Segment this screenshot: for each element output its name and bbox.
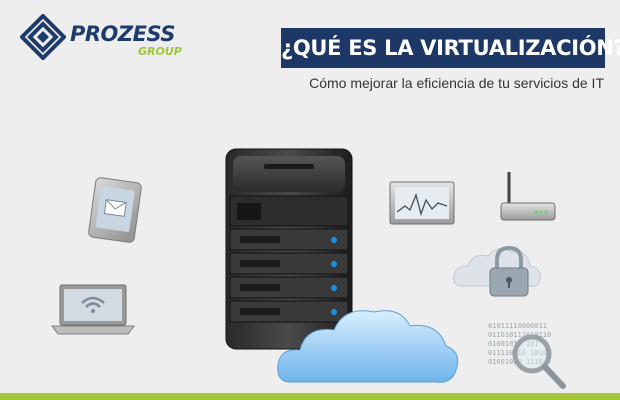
page-title: ¿QUÉ ES LA VIRTUALIZACIÓN? [281, 28, 620, 68]
tablet-mail-icon [88, 177, 142, 243]
cloud-lock-icon [453, 245, 541, 297]
brand-logo: PROZESS GROUP [20, 14, 190, 62]
monitor-chart-icon [389, 181, 455, 225]
bottom-stripe [0, 393, 620, 400]
binary-line-3: 01001010 101 [488, 340, 539, 348]
brand-group: GROUP [138, 45, 182, 58]
binary-line-2: 011010111010110 [488, 331, 551, 339]
brand-name: PROZESS [70, 22, 176, 46]
laptop-wifi-icon [51, 284, 135, 335]
cloud-icon [277, 310, 459, 383]
prozess-logo-icon [20, 14, 66, 60]
page-subtitle: Cómo mejorar la eficiencia de tu servici… [309, 75, 604, 91]
router-icon [500, 172, 556, 221]
server-tower-icon [225, 148, 353, 350]
binary-line-1: 01011110000011 [488, 322, 547, 330]
magnifier-binary-icon: 01011110000011 011010111010110 01001010 … [488, 322, 566, 389]
